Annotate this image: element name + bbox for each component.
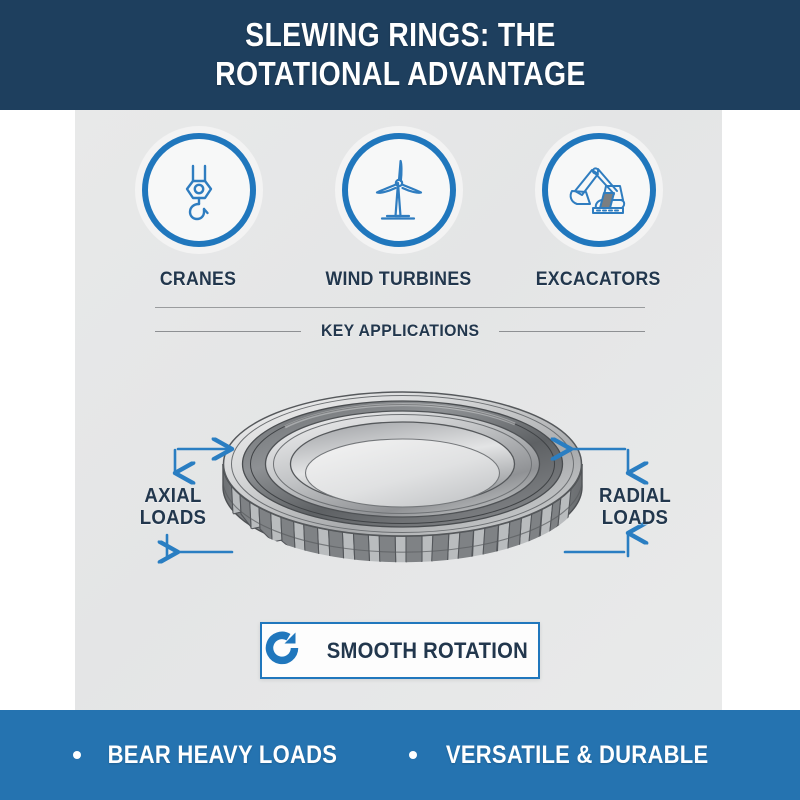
wind-turbine-icon bbox=[362, 153, 436, 227]
slewing-ring-illustration bbox=[215, 372, 590, 587]
bullet-icon bbox=[409, 751, 418, 759]
application-label-wind-turbines: WIND TURBINES bbox=[325, 269, 472, 290]
radial-loads-label: RADIAL LOADS bbox=[599, 485, 671, 530]
rotation-arrow-icon bbox=[264, 628, 304, 673]
application-icon-circle-cranes bbox=[141, 133, 256, 247]
application-icon-circle-excavators bbox=[541, 133, 656, 247]
application-label-excavators: EXCACATORS bbox=[536, 269, 661, 290]
crane-hook-icon bbox=[163, 154, 235, 226]
footer-label-2: VERSATILE & DURABLE bbox=[446, 740, 709, 769]
divider-rule-top bbox=[155, 307, 645, 308]
excavator-icon bbox=[562, 153, 636, 227]
smooth-rotation-label: SMOOTH ROTATION bbox=[326, 637, 528, 663]
key-applications-divider: KEY APPLICATIONS bbox=[155, 320, 646, 342]
footer-item-versatile-durable: VERSATILE & DURABLE bbox=[409, 741, 726, 770]
application-item-wind-turbines[interactable]: WIND TURBINES bbox=[323, 133, 475, 291]
application-icon-circle-wind-turbines bbox=[341, 133, 456, 247]
bullet-icon bbox=[73, 751, 82, 759]
header-banner: SLEWING RINGS: THE ROTATIONAL ADVANTAGE bbox=[0, 0, 800, 110]
key-applications-row: CRANES WIND TURBINES bbox=[75, 133, 722, 291]
application-label-cranes: CRANES bbox=[160, 269, 237, 290]
smooth-rotation-badge[interactable]: SMOOTH ROTATION bbox=[260, 622, 540, 679]
footer-banner: BEAR HEAVY LOADS VERSATILE & DURABLE bbox=[0, 710, 800, 800]
axial-loads-label: AXIAL LOADS bbox=[139, 485, 207, 530]
key-applications-label: KEY APPLICATIONS bbox=[320, 321, 480, 340]
footer-item-bear-heavy-loads: BEAR HEAVY LOADS bbox=[73, 741, 353, 770]
application-item-excavators[interactable]: EXCACATORS bbox=[523, 133, 675, 291]
application-item-cranes[interactable]: CRANES bbox=[123, 133, 275, 291]
divider-line-right bbox=[499, 330, 646, 332]
page-title: SLEWING RINGS: THE ROTATIONAL ADVANTAGE bbox=[214, 16, 586, 92]
divider-line-left bbox=[155, 330, 301, 332]
footer-label-1: BEAR HEAVY LOADS bbox=[108, 740, 338, 769]
